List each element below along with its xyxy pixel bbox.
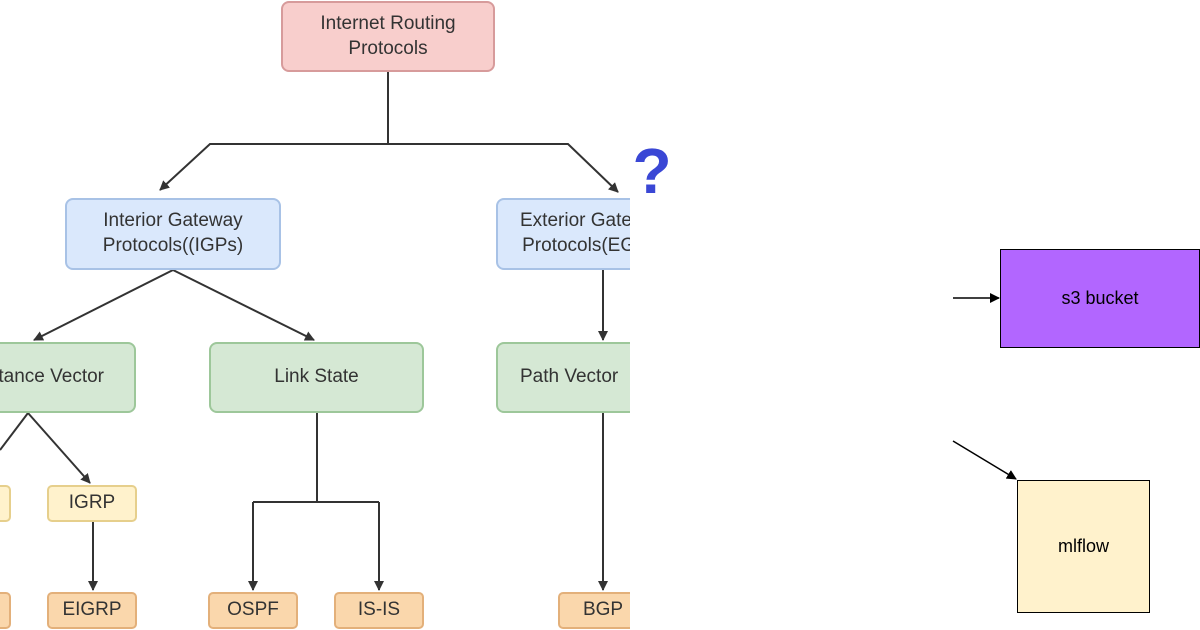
arrow-to-mlflow [952,440,1017,480]
connector-distance-vector-rip [0,412,29,451]
bgp-node: BGP [558,592,630,629]
rip-leaf-clipped [0,592,11,629]
aws-connectors [952,293,1017,480]
distance-vector-node: Distance Vector [0,342,136,413]
igp-node: Interior Gateway Protocols((IGPs) [65,198,281,270]
connector-igp-distance-vector [33,269,174,341]
routing-protocols-diagram: Internet Routing Protocols Interior Gate… [0,1,630,630]
connector-link-state-ospf [253,501,379,590]
question-mark-icon: ? [632,135,672,207]
tree-connectors [0,72,619,630]
link-state-node: Link State [209,342,424,413]
ospf-node: OSPF [208,592,298,629]
connector-igp-link-state [172,269,315,341]
isis-node: IS-IS [334,592,424,629]
root-node: Internet Routing Protocols [281,1,495,72]
igrp-node: IGRP [47,485,137,522]
rip-node-clipped [0,485,11,522]
egp-node: Exterior Gateway Protocols(EGPs) [496,198,630,270]
connector-root-egp [388,143,619,193]
connector-root-igp [159,72,389,191]
eigrp-node: EIGRP [47,592,137,629]
s3-bucket-node: s3 bucket [1000,249,1200,348]
aws-diagram: s3 bucket mlflow [630,0,1200,630]
path-vector-node: Path Vector [496,342,630,413]
connector-distance-vector-igrp [27,412,91,484]
mlflow-node: mlflow [1017,480,1150,613]
